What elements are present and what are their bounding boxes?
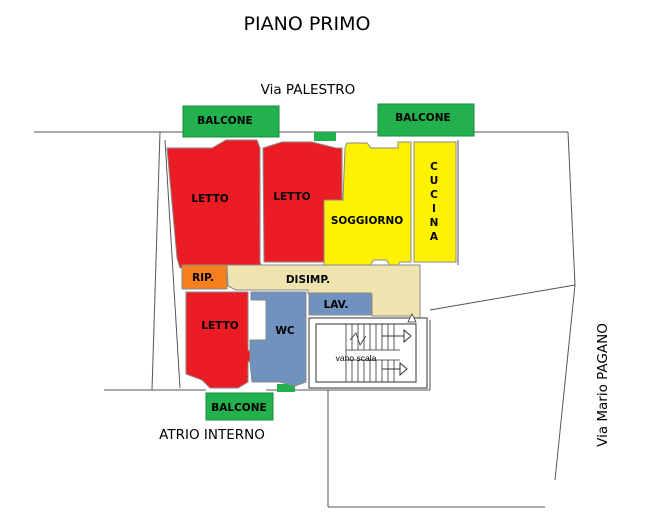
balcony-top-right-label: BALCONE <box>395 112 450 124</box>
room-kitchen: C U C I N A <box>413 141 457 263</box>
plan-title: PIANO PRIMO <box>244 13 371 35</box>
balcony-top-left-label: BALCONE <box>197 115 252 127</box>
room-bedroom-2: LETTO <box>262 141 343 263</box>
stair-steps <box>345 324 400 382</box>
living-label: SOGGIORNO <box>331 215 403 227</box>
street-label-right: Via Mario PAGANO <box>595 323 611 447</box>
stair-arrow-down-icon <box>382 361 408 377</box>
room-wc: WC <box>249 291 307 387</box>
stair-arrow-up-icon <box>382 328 412 344</box>
street-label-bottom: ATRIO INTERNO <box>159 427 265 443</box>
kitchen-letter-6: A <box>430 231 439 243</box>
room-living: SOGGIORNO <box>323 141 412 266</box>
stairwell-label: vano scala <box>336 353 377 363</box>
kitchen-letter-4: I <box>432 203 436 215</box>
window-balcony-small <box>314 132 336 141</box>
balcony-bottom: BALCONE <box>205 392 274 421</box>
balcony-top-right: BALCONE <box>377 103 475 137</box>
wc-label: WC <box>275 325 295 337</box>
kitchen-letter-1: C <box>430 161 438 173</box>
bedroom-3-label: LETTO <box>201 320 238 332</box>
balcony-top-left: BALCONE <box>182 105 280 138</box>
balcony-bottom-label: BALCONE <box>211 402 266 414</box>
room-storage: RIP. <box>181 264 228 290</box>
room-laundry: LAV. <box>308 292 372 316</box>
kitchen-letter-3: C <box>430 189 438 201</box>
bedroom-1-label: LETTO <box>191 193 228 205</box>
stairwell: vano scala <box>308 313 428 389</box>
window-balcony-bottom-small <box>277 384 295 392</box>
triangle-marker-icon <box>407 313 417 323</box>
building-outline <box>34 131 576 508</box>
hallway-label: DISIMP. <box>286 274 330 286</box>
street-label-top: Via PALESTRO <box>261 82 356 98</box>
room-bedroom-3: LETTO <box>185 291 259 389</box>
room-bedroom-1: LETTO <box>166 139 263 269</box>
bedroom-2-label: LETTO <box>273 191 310 203</box>
laundry-label: LAV. <box>324 299 349 311</box>
kitchen-letter-2: U <box>430 175 439 187</box>
storage-label: RIP. <box>192 272 214 284</box>
kitchen-letter-5: N <box>430 217 439 229</box>
